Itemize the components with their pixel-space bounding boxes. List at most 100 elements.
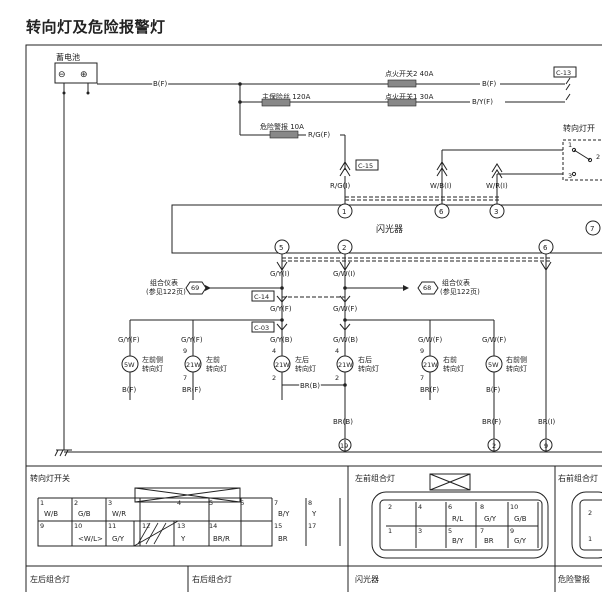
wire-label-bf2: B(F)	[482, 80, 497, 88]
turn-switch-top-pin: 3	[108, 499, 112, 507]
wire-label-byf: B/Y(F)	[472, 98, 493, 106]
svg-text:4: 4	[272, 347, 276, 355]
fuse-hazard-label: 危险警报 10A	[260, 122, 304, 131]
connector-c03	[251, 321, 275, 333]
turn-switch-bottom-cell: 9	[40, 521, 73, 546]
turn-switch-top-cell: 8Y	[308, 498, 341, 521]
ground-icon	[54, 449, 72, 457]
connector-c14	[251, 290, 275, 302]
flasher-label: 闪光器	[376, 223, 403, 235]
wire-label-rgi: R/G(I)	[330, 182, 350, 190]
connector-c13	[553, 66, 577, 78]
connector-c15	[355, 159, 379, 171]
wire-label-gwf-right: G/W(F)	[333, 305, 357, 313]
svg-text:6: 6	[439, 208, 444, 216]
hazard-view-title: 危险警报	[558, 574, 590, 584]
turn-switch-bottom-wire: Y	[180, 535, 186, 543]
svg-text:2: 2	[588, 509, 592, 517]
left-front-top-cell: 10G/B	[510, 502, 539, 526]
battery-minus-icon: ⊖	[58, 70, 66, 80]
turn-switch-top-cell: 3W/R	[108, 498, 141, 521]
right-rear-combo-title: 右后组合灯	[192, 574, 232, 584]
svg-text:21W: 21W	[186, 361, 201, 369]
wire-label-gwb: G/W(B)	[333, 336, 358, 344]
svg-text:左前组合灯: 左前组合灯	[355, 473, 395, 483]
bulb-left-front-side: 5W 左前侧 转向灯	[121, 355, 163, 373]
turn-switch-bottom-cell: 12	[142, 521, 175, 546]
turn-switch-symbol	[562, 139, 602, 181]
turn-switch-bottom-wire: <W/L>	[78, 535, 103, 543]
turn-switch-top-pin: 8	[308, 499, 312, 507]
turn-switch-top-pin: 1	[40, 499, 44, 507]
fuse-ign2-label: 点火开关2 40A	[385, 69, 434, 78]
svg-text:1: 1	[588, 535, 592, 543]
svg-text:右前侧: 右前侧	[506, 355, 527, 364]
cluster-right-num: 68	[423, 284, 431, 292]
turn-switch-bottom-pin: 12	[142, 522, 150, 530]
svg-text:21W: 21W	[275, 361, 290, 369]
wire-label-brf-r1: BR(F)	[420, 386, 439, 394]
cluster-left-ref: (参见122页)	[146, 287, 186, 296]
left-front-top-pin: 2	[388, 503, 392, 511]
svg-text:5W: 5W	[488, 361, 499, 369]
turn-switch-bottom-pin: 15	[274, 522, 282, 530]
wire-label-gwi: G/W(I)	[333, 270, 355, 278]
svg-text:转向灯: 转向灯	[295, 364, 316, 373]
svg-text:转向灯开关: 转向灯开关	[30, 473, 70, 483]
fuse-main-label: 主保险丝 120A	[262, 92, 311, 101]
right-front-combo-connector: 右前组合灯 2 1	[558, 473, 602, 559]
svg-text:右后: 右后	[358, 355, 372, 364]
svg-text:9: 9	[420, 347, 424, 355]
svg-text:3: 3	[494, 208, 498, 216]
left-front-bottom-wire: B/Y	[452, 537, 464, 545]
wire-label-brb-bottom: BR(B)	[333, 418, 353, 426]
wire-label-wbi: W/B(I)	[430, 182, 452, 190]
left-front-bottom-pin: 5	[448, 527, 452, 535]
wire-label-gyf-left: G/Y(F)	[270, 305, 292, 313]
svg-text:7: 7	[420, 374, 424, 382]
svg-text:21W: 21W	[338, 361, 353, 369]
turn-switch-top-pin: 4	[177, 499, 181, 507]
turn-switch-top-cell: 7B/Y	[274, 498, 307, 521]
ground-num-19: 19	[340, 442, 348, 450]
cluster-left-num: 69	[191, 284, 199, 292]
flasher-pins-bottom: 5 2 6	[274, 239, 554, 255]
turn-switch-top-wire: Y	[311, 510, 317, 518]
svg-text:3: 3	[568, 172, 572, 180]
turn-switch-top-pin: 2	[74, 499, 78, 507]
turn-switch-bottom-wire: BR	[278, 535, 288, 543]
svg-text:C-15: C-15	[358, 162, 373, 170]
left-front-bottom-wire: BR	[484, 537, 494, 545]
left-front-bottom-cell: 3	[418, 526, 447, 548]
turn-switch-top-cell: 6	[240, 498, 273, 521]
flasher-view-title: 闪光器	[355, 574, 379, 584]
turn-switch-bottom-wire: BR/R	[213, 535, 230, 543]
svg-text:9: 9	[183, 347, 187, 355]
wire-label-bf-r2: B(F)	[486, 386, 501, 394]
wire-label-bf: B(F)	[153, 80, 168, 88]
turn-switch-bottom-cell: 11G/Y	[108, 521, 141, 546]
wire-label-gwf1: G/W(F)	[418, 336, 442, 344]
turn-switch-bottom-cell: 13Y	[177, 521, 210, 546]
left-front-bottom-pin: 7	[480, 527, 484, 535]
svg-text:左后: 左后	[295, 355, 309, 364]
bulb-right-rear: 21W 4 2 右后 转向灯	[335, 347, 379, 382]
left-front-top-wire: R/L	[452, 515, 463, 523]
left-front-bottom-pin: 3	[418, 527, 422, 535]
svg-text:4: 4	[335, 347, 339, 355]
turn-switch-bottom-cell: 10<W/L>	[74, 521, 107, 546]
svg-text:转向灯: 转向灯	[506, 364, 527, 373]
left-front-top-cell: 4	[418, 502, 447, 526]
svg-text:1: 1	[342, 208, 346, 216]
left-front-bottom-wire: G/Y	[514, 537, 527, 545]
wire-label-brf-l2: BR(F)	[182, 386, 201, 394]
svg-text:5: 5	[279, 244, 283, 252]
svg-text:C-03: C-03	[254, 324, 269, 332]
turn-switch-top-pin: 7	[274, 499, 278, 507]
turn-switch-bottom-pin: 9	[40, 522, 44, 530]
bulb-left-front: 21W 9 7 左前 转向灯	[183, 347, 227, 382]
left-front-top-wire: G/B	[514, 515, 527, 523]
left-front-top-pin: 8	[480, 503, 484, 511]
